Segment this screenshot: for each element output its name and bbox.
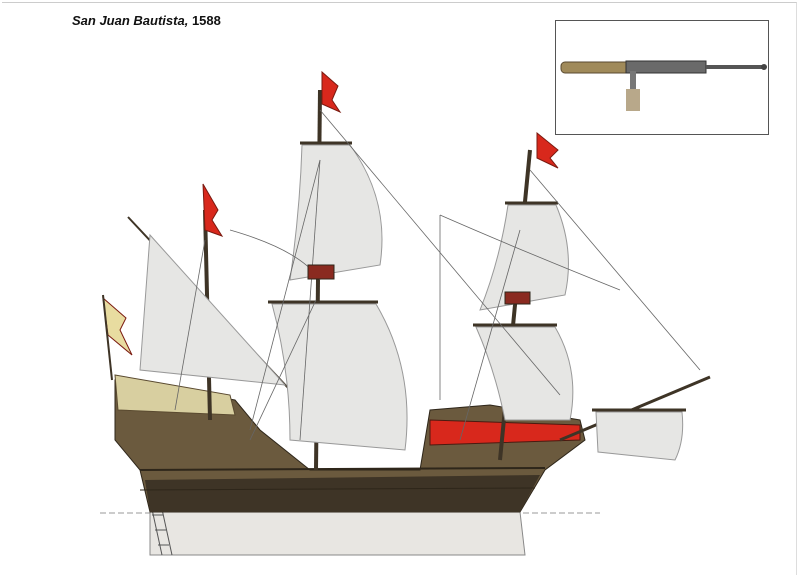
fighting-tops: [307, 264, 531, 305]
cannon-illustration: [560, 60, 767, 111]
flags: [102, 70, 559, 356]
ship-year: 1588: [191, 13, 221, 28]
rigging: [174, 109, 701, 441]
illustration-caption: San Juan Bautista, 1588: [72, 13, 221, 28]
ship-name: San Juan Bautista,: [72, 13, 189, 28]
lower-hull: [145, 475, 540, 512]
underwater-hull: [149, 511, 526, 556]
cannon-inset: [555, 20, 769, 135]
forecastle-shields: [429, 419, 581, 446]
stern-castle: [114, 374, 236, 416]
sails: [139, 144, 684, 461]
